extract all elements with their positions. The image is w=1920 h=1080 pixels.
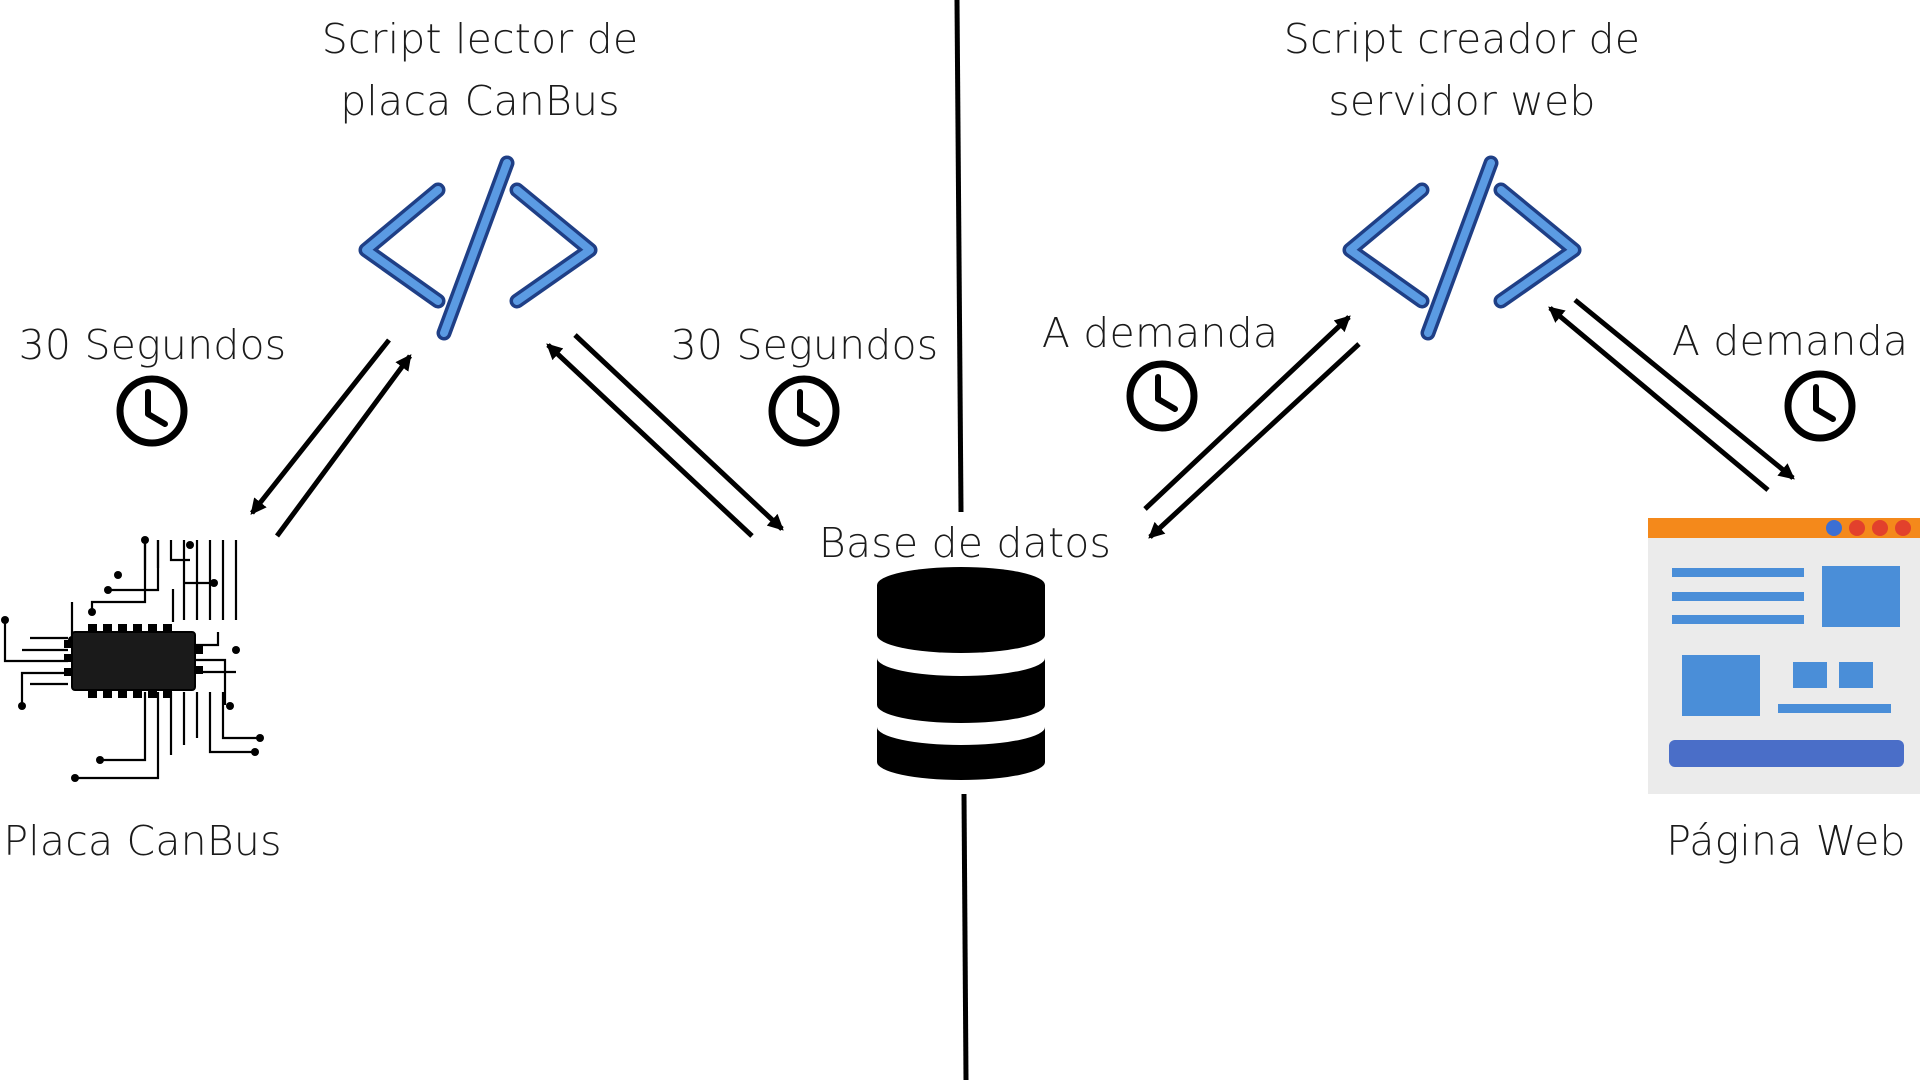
clock-icon: [116, 375, 188, 447]
web-script-label: Script creador de servidor web: [1283, 15, 1641, 125]
canbus-script-label: Script lector de placa CanBus: [321, 15, 639, 125]
arrow-db-to-script: [546, 343, 754, 538]
clock-icon: [1126, 360, 1198, 432]
chip-icon: [3, 540, 260, 780]
chip-icon: [64, 624, 203, 698]
arrow-script-to-board: [250, 338, 391, 515]
arrow-web-script-to-db: [1148, 342, 1361, 539]
arrow-page-to-web-script: [1548, 306, 1770, 492]
webpage-icon: [1648, 518, 1920, 794]
database-icon: [877, 567, 1045, 780]
interval-web-script-page-label: A demanda: [1671, 317, 1909, 365]
canbus-board-label: Placa CanBus: [3, 817, 282, 865]
code-icon: [358, 155, 598, 341]
clock-icon: [768, 375, 840, 447]
clock-icon: [1784, 370, 1856, 442]
arrow-script-to-db: [573, 333, 784, 531]
code-icon: [1342, 155, 1582, 341]
divider-line-bottom: [961, 793, 969, 1080]
database-label: Base de datos: [818, 519, 1112, 567]
interval-script-db-label: 30 Segundos: [670, 321, 939, 369]
arrow-web-script-to-page: [1573, 298, 1795, 480]
interval-board-script-label: 30 Segundos: [18, 321, 287, 369]
interval-db-web-script-label: A demanda: [1041, 309, 1279, 357]
web-page-label: Página Web: [1666, 817, 1906, 865]
arrow-db-to-web-script: [1143, 315, 1351, 511]
divider-line-top: [954, 0, 964, 513]
arrow-board-to-script: [274, 354, 413, 538]
